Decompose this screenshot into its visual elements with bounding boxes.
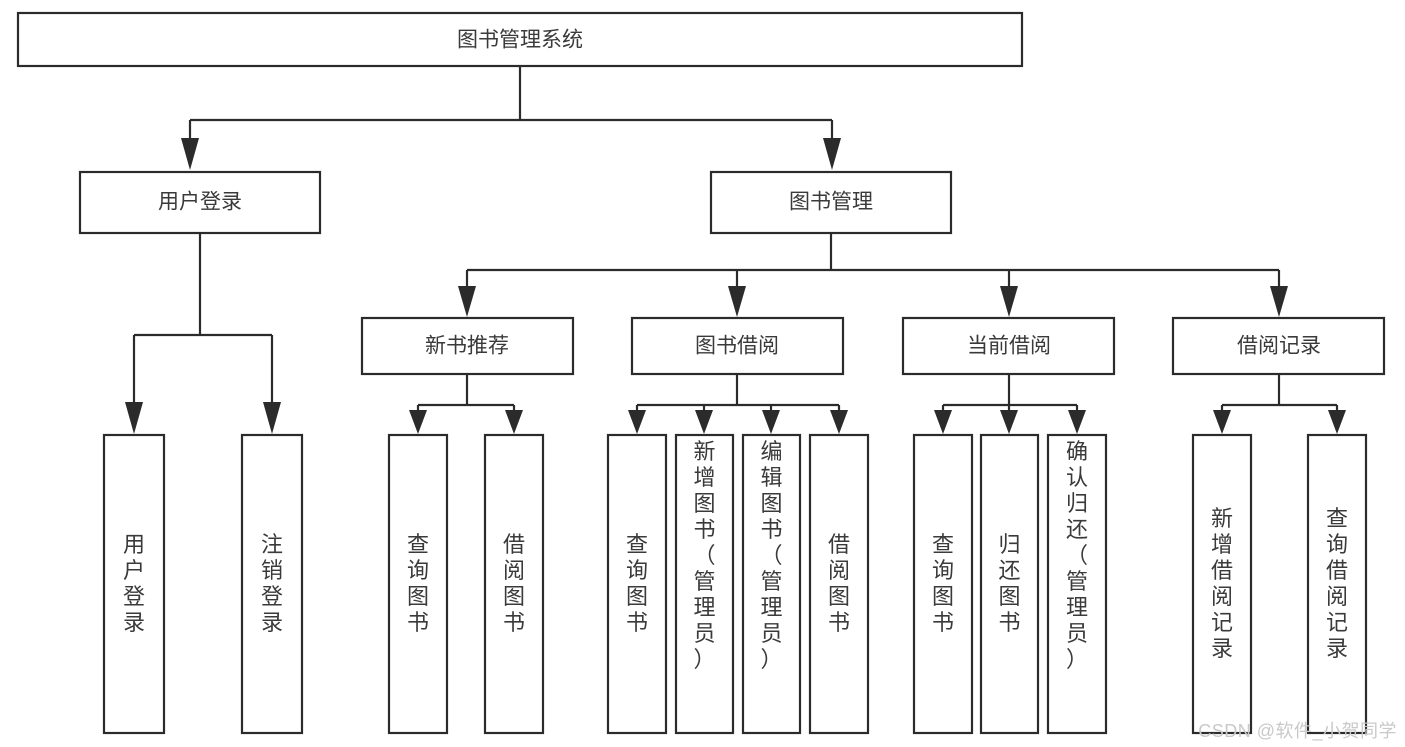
connector-record-to-leaves <box>1213 374 1346 434</box>
connector-root-to-level2 <box>181 66 841 170</box>
node-borrow-record-box[interactable] <box>1171 316 1386 376</box>
node-book-management-box[interactable] <box>709 170 953 235</box>
leaf-box-confirm-return[interactable] <box>1046 433 1108 735</box>
node-current-borrow-box[interactable] <box>901 316 1116 376</box>
node-new-book-recommend-label: 新书推荐 <box>425 335 509 358</box>
leaf-box-query-book-1[interactable] <box>387 433 449 735</box>
leaf-box-query-book-2[interactable] <box>606 433 668 735</box>
node-user-login-box[interactable] <box>78 170 322 235</box>
node-book-borrow[interactable]: 图书借阅 <box>630 316 845 376</box>
node-book-borrow-box[interactable] <box>630 316 845 376</box>
leaf-box-query-record[interactable] <box>1306 433 1368 735</box>
connector-userlogin-to-leaves <box>125 233 281 434</box>
leaf-box-borrow-book-2[interactable] <box>808 433 870 735</box>
node-book-management-label: 图书管理 <box>789 191 873 214</box>
node-new-book-recommend[interactable]: 新书推荐 <box>360 316 575 376</box>
node-user-login-label: 用户登录 <box>158 191 242 214</box>
leaf-box-add-book[interactable] <box>674 433 735 735</box>
leaf-box-user-login[interactable] <box>102 433 166 735</box>
node-borrow-record[interactable]: 借阅记录 <box>1171 316 1386 376</box>
connector-current-to-leaves <box>934 374 1086 434</box>
leaf-box-borrow-book-1[interactable] <box>483 433 545 735</box>
node-root[interactable]: 图书管理系统 <box>16 11 1024 68</box>
connector-borrow-to-leaves <box>628 374 848 434</box>
connector-newbook-to-leaves <box>409 374 523 434</box>
node-user-login[interactable]: 用户登录 <box>78 170 322 235</box>
node-book-borrow-label: 图书借阅 <box>695 335 779 358</box>
leaf-box-logout[interactable] <box>240 433 304 735</box>
leaf-box-query-book-3[interactable] <box>912 433 974 735</box>
node-new-book-recommend-box[interactable] <box>360 316 575 376</box>
node-borrow-record-label: 借阅记录 <box>1237 335 1321 358</box>
leaf-box-edit-book[interactable] <box>741 433 802 735</box>
node-current-borrow-label: 当前借阅 <box>967 335 1051 358</box>
connector-bookmgmt-to-level3 <box>458 233 1288 317</box>
leaf-box-add-record[interactable] <box>1191 433 1253 735</box>
node-root-box[interactable] <box>16 11 1024 68</box>
node-book-management[interactable]: 图书管理 <box>709 170 953 235</box>
node-current-borrow[interactable]: 当前借阅 <box>901 316 1116 376</box>
node-root-label: 图书管理系统 <box>457 29 583 52</box>
leaf-box-return-book[interactable] <box>979 433 1040 735</box>
